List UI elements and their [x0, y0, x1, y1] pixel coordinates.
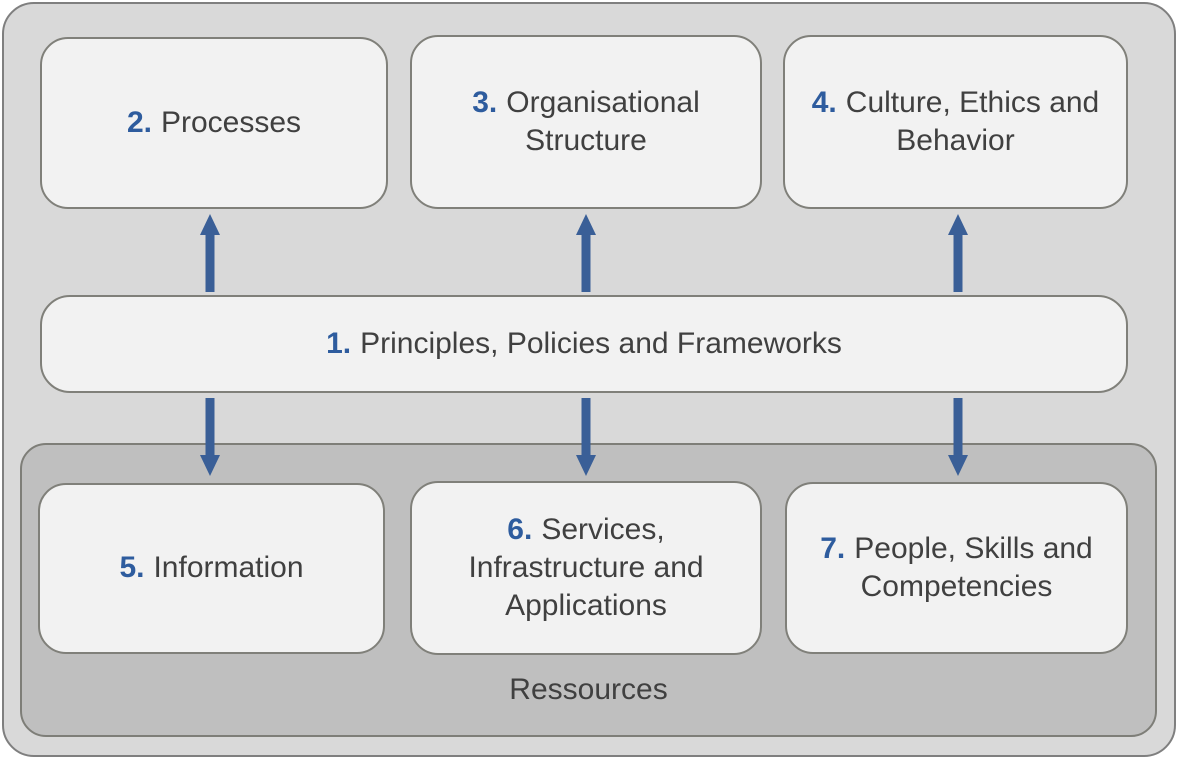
node-number: 6. — [507, 512, 533, 546]
node-number: 2. — [126, 105, 152, 139]
node-label: Services, Infrastructure and Application… — [468, 512, 704, 623]
up-arrow-icon — [948, 214, 968, 292]
node-information: 5.Information — [38, 483, 385, 654]
up-arrow-icon — [576, 214, 596, 292]
resources-group-label: Ressources — [509, 673, 668, 706]
node-services-infrastructure-applications: 6.Services, Infrastructure and Applicati… — [410, 481, 762, 655]
node-text: 3.Organisational Structure — [442, 84, 730, 160]
node-principles-policies-frameworks: 1.Principles, Policies and Frameworks — [40, 295, 1128, 393]
down-arrow-icon — [576, 398, 596, 476]
down-arrow-icon — [200, 398, 220, 476]
node-label: Principles, Policies and Frameworks — [360, 326, 842, 360]
node-label: Information — [153, 551, 304, 585]
node-text: 1.Principles, Policies and Frameworks — [326, 325, 842, 363]
node-text: 5.Information — [119, 549, 303, 587]
down-arrow-icon — [948, 398, 968, 476]
node-people-skills-competencies: 7.People, Skills and Competencies — [785, 482, 1128, 654]
node-number: 1. — [326, 326, 352, 360]
node-label: People, Skills and Competencies — [854, 531, 1093, 603]
node-organisational-structure: 3.Organisational Structure — [410, 35, 762, 209]
node-text: 7.People, Skills and Competencies — [805, 530, 1108, 606]
node-number: 4. — [811, 85, 837, 119]
node-label: Processes — [160, 105, 302, 139]
node-number: 3. — [472, 85, 498, 119]
node-culture-ethics-behavior: 4.Culture, Ethics and Behavior — [783, 35, 1128, 209]
node-text: 6.Services, Infrastructure and Applicati… — [442, 511, 730, 625]
node-number: 5. — [119, 551, 145, 585]
node-text: 2.Processes — [127, 104, 301, 142]
up-arrow-icon — [200, 214, 220, 292]
node-processes: 2.Processes — [40, 37, 388, 209]
node-label: Organisational Structure — [506, 85, 700, 157]
node-label: Culture, Ethics and Behavior — [845, 85, 1100, 157]
node-number: 7. — [820, 531, 846, 565]
node-text: 4.Culture, Ethics and Behavior — [803, 84, 1108, 160]
